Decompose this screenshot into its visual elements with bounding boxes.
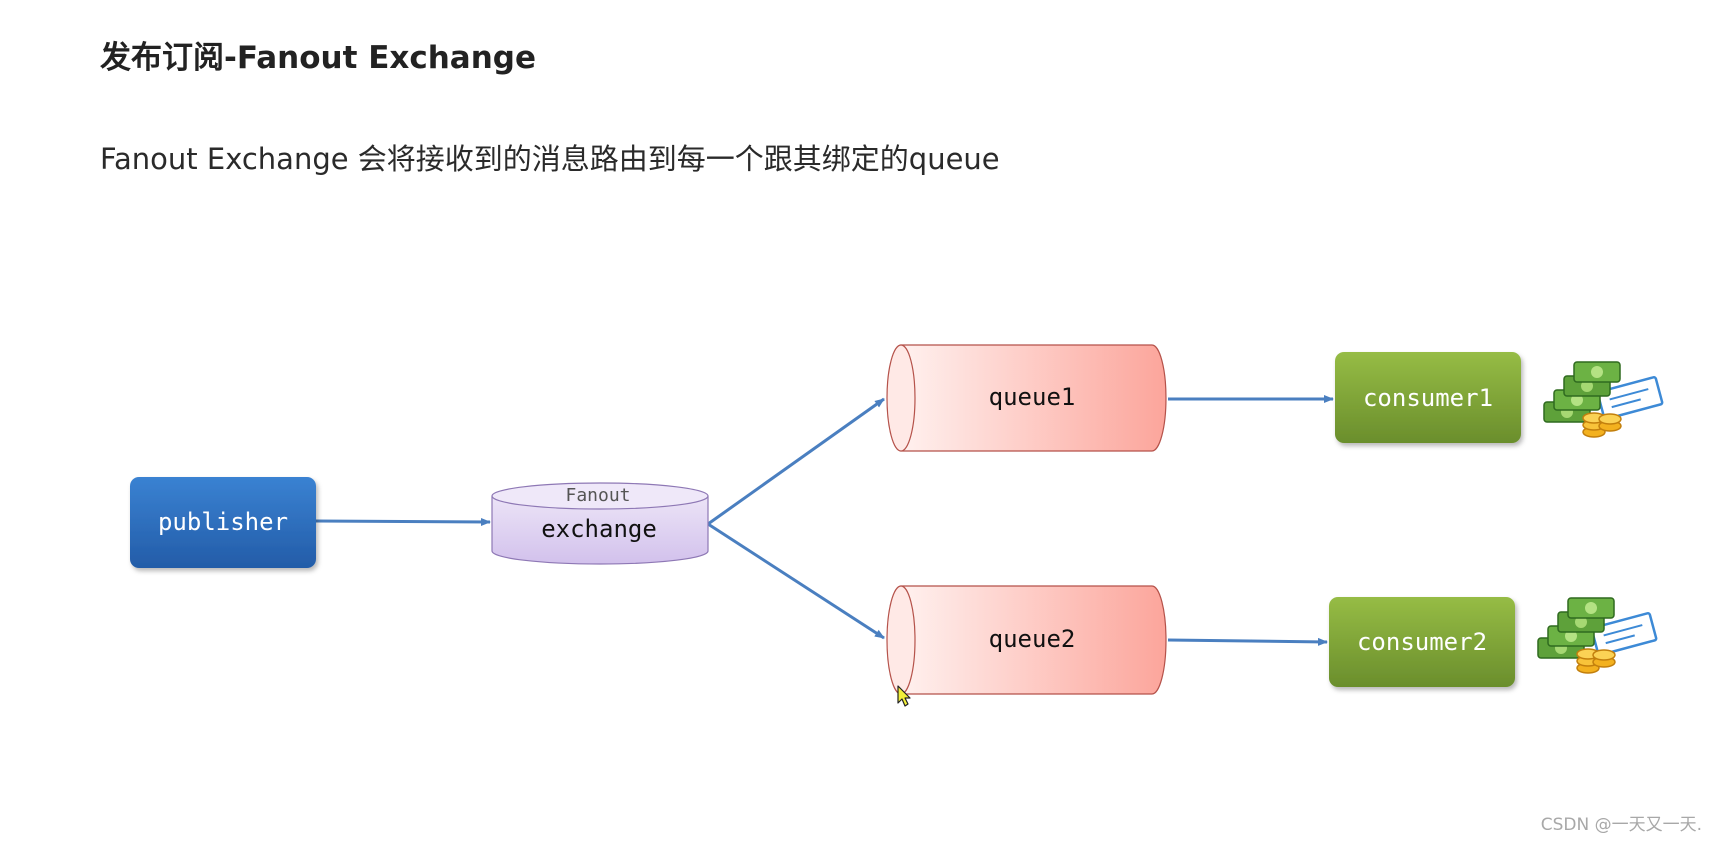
publisher-node: publisher: [130, 477, 316, 568]
money-stack-icon: [1543, 361, 1664, 438]
consumer2-node: consumer2: [1329, 597, 1515, 687]
arrow-exchange-queue2: [707, 522, 885, 640]
connectors: [315, 395, 1334, 646]
exchange-type-label: Fanout: [565, 485, 630, 506]
exchange-node: Fanout exchange: [491, 482, 709, 565]
money-stack-icon: [1537, 597, 1658, 674]
queue2-node: queue2: [886, 585, 1167, 695]
mouse-cursor-icon: [897, 685, 911, 707]
slide-title: 发布订阅-Fanout Exchange: [100, 40, 537, 76]
watermark: CSDN @一天又一天.: [1540, 815, 1702, 835]
slide-subtitle: Fanout Exchange 会将接收到的消息路由到每一个跟其绑定的queue: [100, 142, 1000, 176]
consumer1-node: consumer1: [1335, 352, 1521, 443]
arrow-publisher-exchange: [315, 517, 491, 526]
publisher-label: publisher: [158, 508, 288, 536]
queue2-label: queue2: [989, 625, 1076, 653]
consumer1-label: consumer1: [1363, 384, 1493, 412]
queue1-label: queue1: [989, 383, 1076, 411]
queue1-node: queue1: [886, 344, 1167, 452]
arrow-exchange-queue1: [707, 397, 885, 526]
consumer2-label: consumer2: [1357, 628, 1487, 656]
arrow-queue2-consumer2: [1167, 637, 1328, 646]
exchange-label: exchange: [541, 515, 657, 543]
